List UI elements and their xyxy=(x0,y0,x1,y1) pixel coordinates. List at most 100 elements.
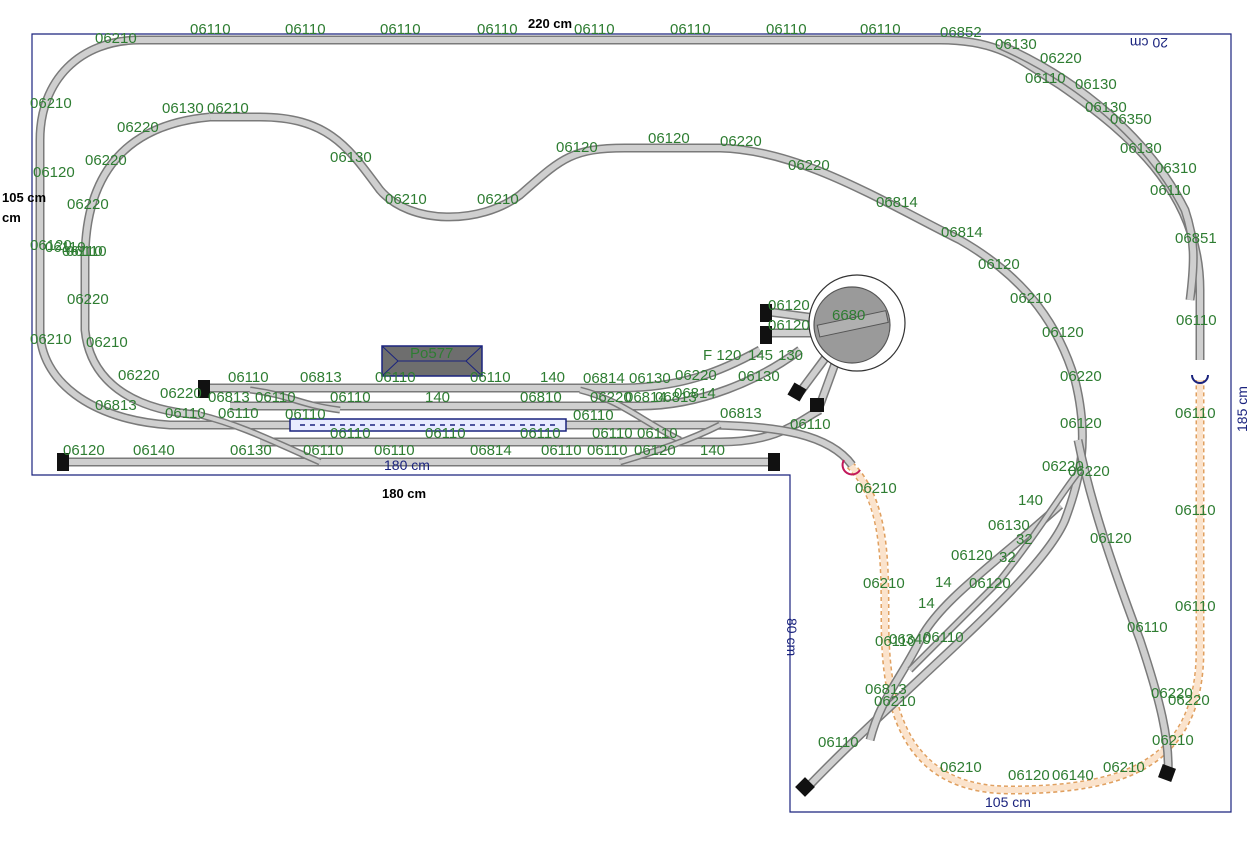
track-piece-label: 06120 xyxy=(33,164,75,181)
track-piece-label: 06110 xyxy=(255,389,296,406)
track-piece-label: 140 xyxy=(540,369,565,386)
track-piece-label: 06130 xyxy=(330,149,372,166)
track-piece-label: 140 xyxy=(1018,492,1043,509)
track-piece-label: 06210 xyxy=(855,480,897,497)
track-piece-label: 06350 xyxy=(1110,111,1152,128)
track-piece-label: 06110 xyxy=(573,407,614,424)
track-piece-label: 06120 xyxy=(768,317,810,334)
track-piece-label: 06220 xyxy=(67,291,109,308)
track-piece-label: 06140 xyxy=(133,442,175,459)
track-piece-label: 06120 xyxy=(556,139,598,156)
track-piece-label: 06220 xyxy=(590,389,632,406)
track-piece-label: 06813 xyxy=(865,681,907,698)
track-piece-label: 06813 xyxy=(655,389,697,406)
track-piece-label: 06814 xyxy=(625,389,667,406)
track-piece-label: 06110 xyxy=(1175,598,1216,615)
track-piece-label: 06110 xyxy=(541,442,582,459)
track-piece-label: 06120 xyxy=(30,237,72,254)
track-piece-label: 06120 xyxy=(648,130,690,147)
track-piece-label: 06110 xyxy=(66,243,107,260)
baseboard-outline xyxy=(31,33,1232,813)
track-piece-label: 06110 xyxy=(1127,619,1168,636)
track-piece-label: 06220 xyxy=(85,152,127,169)
track-piece-label: 06120 xyxy=(1060,415,1102,432)
track-piece-label: 06814 xyxy=(674,385,716,402)
track-piece-label: 06220 xyxy=(1068,463,1110,480)
track-piece-label: 06220 xyxy=(160,385,202,402)
dim-left-height: 105 cm xyxy=(2,190,46,205)
dim-bottom-width: 180 cm xyxy=(382,486,426,501)
track-piece-label: 06220 xyxy=(1042,458,1084,475)
track-layer xyxy=(35,35,1205,794)
engine-shed: Po577 xyxy=(381,345,483,377)
track-piece-label: 06210 xyxy=(477,191,519,208)
track-piece-label: 06110 xyxy=(380,21,421,38)
track-piece-label: 06110 xyxy=(860,21,901,38)
dimensions: 220 cm 105 cm cm 180 cm 180 cm 20 cm 185… xyxy=(2,16,1250,810)
track-piece-label: 06210 xyxy=(1010,290,1052,307)
track-piece-label: 06110 xyxy=(875,633,916,650)
track-piece-label: 06110 xyxy=(587,442,628,459)
track-piece-label: 06814 xyxy=(876,194,918,211)
track-piece-label: 06110 xyxy=(303,442,344,459)
track-piece-label: 06813 xyxy=(300,369,342,386)
track-piece-label: 06220 xyxy=(1151,685,1193,702)
track-piece-label: 06210 xyxy=(1152,732,1194,749)
track-piece-label: 06110 xyxy=(477,21,518,38)
track-piece-label: 06210 xyxy=(207,100,249,117)
dim-right-depth: 185 cm xyxy=(1234,386,1250,432)
track-piece-label: 06130 xyxy=(1085,99,1127,116)
track-piece-label: 06110 xyxy=(375,369,416,386)
track-piece-label: 06813 xyxy=(720,405,762,422)
track-piece-label: 06852 xyxy=(940,24,982,41)
track-piece-label: 06220 xyxy=(118,367,160,384)
track-piece-label: 06340 xyxy=(889,631,931,648)
track-piece-label: 06110 xyxy=(374,442,415,459)
track-piece-label: 06110 xyxy=(165,405,206,422)
track-piece-label: 06130 xyxy=(995,36,1037,53)
track-piece-label: 06220 xyxy=(117,119,159,136)
track-piece-label: 06110 xyxy=(637,425,678,442)
track-piece-label: 06210 xyxy=(863,575,905,592)
track-piece-label: 06130 xyxy=(162,100,204,117)
track-piece-label: 06220 xyxy=(1168,692,1210,709)
turntable[interactable]: 6680 xyxy=(808,274,906,372)
dim-leg-height: 80 cm xyxy=(784,618,800,656)
track-piece-label: 06120 xyxy=(1042,324,1084,341)
track-piece-label: 06110 xyxy=(190,21,231,38)
track-piece-label: 06210 xyxy=(86,334,128,351)
track-piece-label: 06120 xyxy=(969,575,1011,592)
dim-right-top: 20 cm xyxy=(1130,35,1168,51)
track-piece-label: 06210 xyxy=(385,191,427,208)
track-piece-label: 32 xyxy=(999,549,1016,566)
track-piece-label: 06130 xyxy=(1075,76,1117,93)
track-piece-label: 06110 xyxy=(923,629,964,646)
dim-leg-width: 105 cm xyxy=(985,794,1031,810)
track-piece-label: 06220 xyxy=(1040,50,1082,67)
track-piece-label: 06110 xyxy=(330,425,371,442)
track-piece-label: 06814 xyxy=(470,442,512,459)
track-piece-label: 06210 xyxy=(940,759,982,776)
track-piece-label: 06220 xyxy=(1060,368,1102,385)
turntable-label: 6680 xyxy=(832,307,865,324)
dim-top-width: 220 cm xyxy=(528,16,572,31)
track-piece-label: 06220 xyxy=(788,157,830,174)
loop-marker xyxy=(841,459,861,476)
shed-label: Po577 xyxy=(410,345,453,362)
track-piece-label: 06120 xyxy=(951,547,993,564)
track-piece-label: 06110 xyxy=(228,369,269,386)
track-piece-label: F 120 xyxy=(703,347,741,364)
buffer-stops xyxy=(57,304,1176,797)
track-piece-label: 06110 xyxy=(1150,182,1191,199)
track-piece-label: 06130 xyxy=(230,442,272,459)
track-piece-label: 14 xyxy=(918,595,935,612)
track-piece-label: 32 xyxy=(1016,531,1033,548)
track-piece-label: 06110 xyxy=(1175,502,1216,519)
track-piece-label: 06814 xyxy=(941,224,983,241)
track-piece-label: 06110 xyxy=(818,734,859,751)
track-piece-label: 130 xyxy=(778,347,803,364)
track-piece-label: 06120 xyxy=(634,442,676,459)
track-piece-label: 06210 xyxy=(95,30,137,47)
track-piece-label: 06110 xyxy=(62,243,103,260)
